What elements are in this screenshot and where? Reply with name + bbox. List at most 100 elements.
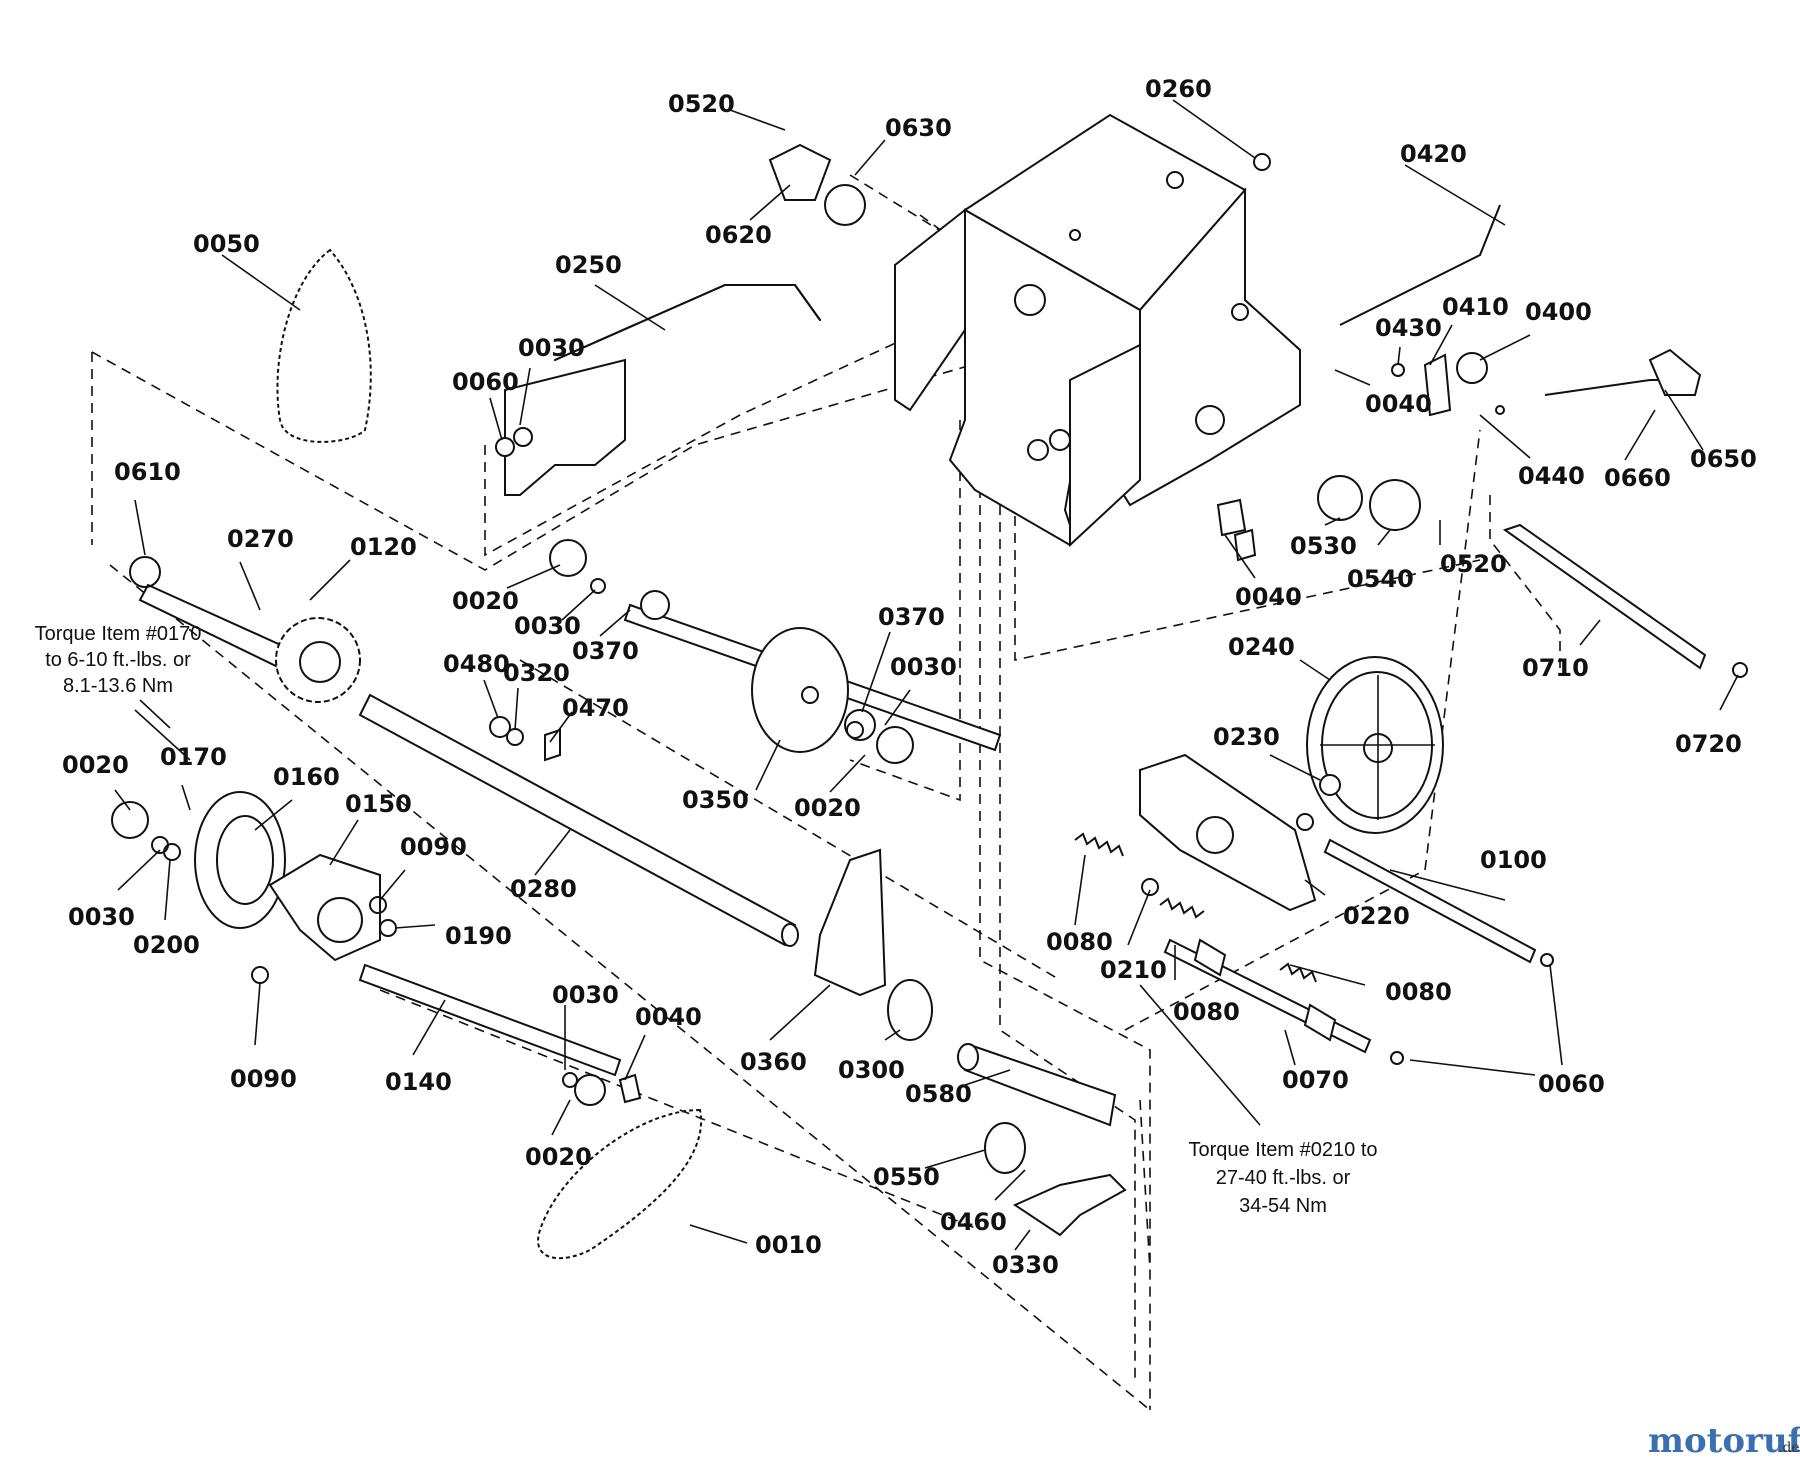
alignment-lines bbox=[91, 174, 1561, 1411]
label-0020: 0020 bbox=[452, 587, 519, 615]
part-wheel-0240 bbox=[1306, 656, 1444, 834]
torque-note-line: 27-40 ft.-lbs. or bbox=[1216, 1167, 1351, 1189]
label-0040: 0040 bbox=[1235, 583, 1302, 611]
label-0370: 0370 bbox=[878, 603, 945, 631]
torque-note-line: Torque Item #0210 to bbox=[1188, 1139, 1377, 1161]
label-0220: 0220 bbox=[1343, 902, 1410, 930]
label-0100: 0100 bbox=[1480, 846, 1547, 874]
label-0330: 0330 bbox=[992, 1251, 1059, 1279]
part-frame bbox=[894, 113, 1301, 548]
part-shaft-0280 bbox=[358, 693, 799, 947]
label-0650: 0650 bbox=[1690, 445, 1757, 473]
label-0040: 0040 bbox=[1365, 390, 1432, 418]
part-chain-lower bbox=[537, 1108, 703, 1260]
label-0060: 0060 bbox=[1538, 1070, 1605, 1098]
label-0070: 0070 bbox=[1282, 1066, 1349, 1094]
label-0030: 0030 bbox=[518, 334, 585, 362]
label-0440: 0440 bbox=[1518, 462, 1585, 490]
label-0080: 0080 bbox=[1385, 978, 1452, 1006]
part-bushing-0300 bbox=[887, 979, 933, 1041]
part-auger-shaft bbox=[623, 590, 1002, 753]
label-0080: 0080 bbox=[1046, 928, 1113, 956]
label-0230: 0230 bbox=[1213, 723, 1280, 751]
part-shaft-0250 bbox=[504, 284, 821, 496]
part-lever-0650 bbox=[1544, 348, 1702, 396]
label-0150: 0150 bbox=[345, 790, 412, 818]
label-0480: 0480 bbox=[443, 650, 510, 678]
label-0020: 0020 bbox=[62, 751, 129, 779]
label-0430: 0430 bbox=[1375, 314, 1442, 342]
label-0020: 0020 bbox=[794, 794, 861, 822]
label-0020: 0020 bbox=[525, 1143, 592, 1171]
label-0300: 0300 bbox=[838, 1056, 905, 1084]
label-0260: 0260 bbox=[1145, 75, 1212, 103]
label-0320: 0320 bbox=[503, 659, 570, 687]
label-0660: 0660 bbox=[1604, 464, 1671, 492]
torque-note-line: Torque Item #0170 bbox=[35, 623, 202, 645]
label-0370: 0370 bbox=[572, 637, 639, 665]
label-0470: 0470 bbox=[562, 694, 629, 722]
label-0010: 0010 bbox=[755, 1231, 822, 1259]
part-pulley-0160 bbox=[194, 791, 286, 929]
label-0550: 0550 bbox=[873, 1163, 940, 1191]
label-0720: 0720 bbox=[1675, 730, 1742, 758]
part-rod-0420 bbox=[1339, 204, 1501, 326]
label-0140: 0140 bbox=[385, 1068, 452, 1096]
label-0620: 0620 bbox=[705, 221, 772, 249]
label-0420: 0420 bbox=[1400, 140, 1467, 168]
part-labels: 0520 0630 0260 0420 0620 0050 0250 0030 … bbox=[62, 75, 1757, 1279]
label-0280: 0280 bbox=[510, 875, 577, 903]
part-bracket-0330 bbox=[1012, 1173, 1127, 1237]
label-0350: 0350 bbox=[682, 786, 749, 814]
label-0190: 0190 bbox=[445, 922, 512, 950]
part-shaft-0070 bbox=[1163, 938, 1372, 1054]
label-0580: 0580 bbox=[905, 1080, 972, 1108]
label-0090: 0090 bbox=[230, 1065, 297, 1093]
part-chain-upper bbox=[276, 248, 372, 443]
label-0030: 0030 bbox=[552, 981, 619, 1009]
torque-note-line: 8.1-13.6 Nm bbox=[63, 675, 173, 697]
label-0030: 0030 bbox=[514, 612, 581, 640]
part-small-hardware bbox=[111, 143, 1748, 1106]
label-0050: 0050 bbox=[193, 230, 260, 258]
part-shaft-0270 bbox=[129, 556, 361, 703]
label-0170: 0170 bbox=[160, 743, 227, 771]
label-0030: 0030 bbox=[68, 903, 135, 931]
part-shaft-0100 bbox=[1323, 838, 1537, 964]
label-0460: 0460 bbox=[940, 1208, 1007, 1236]
label-0520: 0520 bbox=[1440, 550, 1507, 578]
label-0410: 0410 bbox=[1442, 293, 1509, 321]
label-0630: 0630 bbox=[885, 114, 952, 142]
watermark-logo: motoruf .de bbox=[1648, 1421, 1800, 1461]
torque-note-line: 34-54 Nm bbox=[1239, 1195, 1327, 1217]
label-0610: 0610 bbox=[114, 458, 181, 486]
label-0530: 0530 bbox=[1290, 532, 1357, 560]
label-0060: 0060 bbox=[452, 368, 519, 396]
label-0270: 0270 bbox=[227, 525, 294, 553]
label-0520: 0520 bbox=[668, 90, 735, 118]
label-0120: 0120 bbox=[350, 533, 417, 561]
label-0030: 0030 bbox=[890, 653, 957, 681]
label-0250: 0250 bbox=[555, 251, 622, 279]
label-0240: 0240 bbox=[1228, 633, 1295, 661]
part-bracket-0150 bbox=[268, 853, 381, 962]
leader-lines bbox=[114, 99, 1739, 1251]
part-shaft-0140 bbox=[358, 963, 622, 1077]
torque-note-line: to 6-10 ft.-lbs. or bbox=[45, 649, 191, 671]
part-scraper-0360 bbox=[813, 848, 887, 997]
label-0040: 0040 bbox=[635, 1003, 702, 1031]
label-0540: 0540 bbox=[1347, 565, 1414, 593]
part-roller-0580 bbox=[957, 1043, 1117, 1127]
label-0200: 0200 bbox=[133, 931, 200, 959]
label-0360: 0360 bbox=[740, 1048, 807, 1076]
label-0400: 0400 bbox=[1525, 298, 1592, 326]
part-plate-0220 bbox=[1139, 753, 1317, 912]
label-0710: 0710 bbox=[1522, 654, 1589, 682]
torque-note-0170: Torque Item #0170 to 6-10 ft.-lbs. or 8.… bbox=[35, 623, 202, 697]
label-0090: 0090 bbox=[400, 833, 467, 861]
watermark-suffix: .de bbox=[1778, 1440, 1800, 1456]
label-0160: 0160 bbox=[273, 763, 340, 791]
torque-note-0210: Torque Item #0210 to 27-40 ft.-lbs. or 3… bbox=[1188, 1139, 1377, 1217]
label-0210: 0210 bbox=[1100, 956, 1167, 984]
